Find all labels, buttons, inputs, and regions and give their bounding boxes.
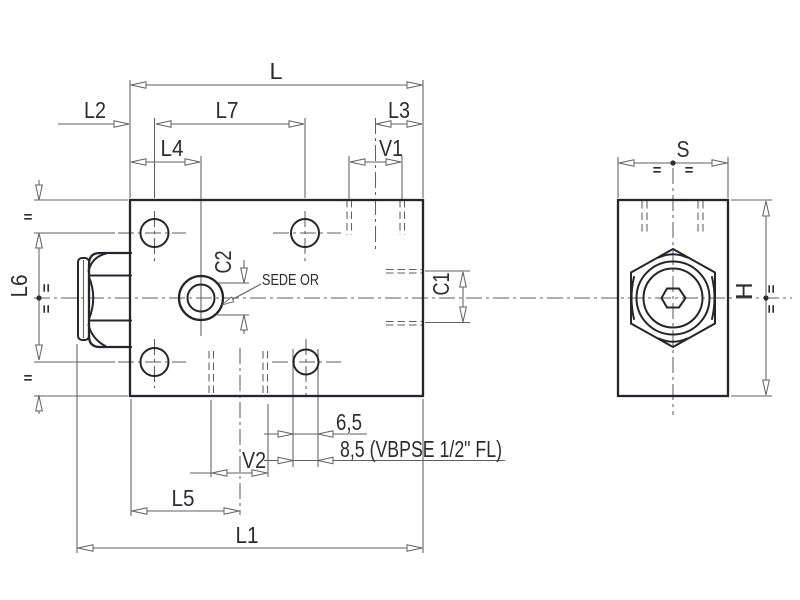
hidden-lines	[208, 200, 704, 395]
dim-label-L2: L2	[84, 97, 106, 123]
dim-label-L1: L1	[236, 522, 259, 548]
equality-marks: = = = = = = = =	[24, 162, 779, 387]
dim-label-L3: L3	[388, 97, 410, 123]
dim-label-H: H	[731, 283, 757, 300]
dimension-and-extension-lines	[34, 80, 772, 553]
dim-label-C2: C2	[210, 251, 236, 274]
equals-mark: =	[653, 162, 662, 179]
dim-label-L6: L6	[6, 275, 32, 298]
dim-label-C1: C1	[428, 273, 454, 296]
equals-mark: =	[24, 209, 33, 226]
dim-label-V2: V2	[242, 447, 266, 473]
dim-label-L7: L7	[216, 97, 239, 123]
equals-mark: =	[685, 162, 694, 179]
sede-or-seat-outer	[177, 274, 225, 322]
equals-mark: =	[37, 305, 54, 314]
equals-mark: =	[24, 370, 33, 387]
dim-label-S: S	[677, 136, 690, 162]
dim-label-8-5-vbpse: 8,5 (VBPSE 1/2" FL)	[340, 436, 502, 462]
side-view-body	[616, 198, 730, 398]
symmetry-dots	[36, 160, 769, 301]
equals-mark: =	[762, 285, 779, 294]
sede-or-seat-inner	[186, 283, 216, 313]
sede-or-note: SEDE OR	[262, 272, 319, 289]
equals-mark: =	[37, 284, 54, 293]
dim-label-L: L	[270, 58, 283, 84]
dim-label-L5: L5	[172, 485, 195, 511]
front-view-hex-plug	[77, 251, 133, 349]
dimension-labels: L L2 L7 L3 L4 V1 L6 C2 C1 6,5 8,5 (VBPSE…	[6, 58, 757, 548]
hex-socket	[660, 287, 687, 309]
hex-plug-outline	[630, 247, 716, 349]
dim-label-6-5: 6,5	[336, 409, 362, 435]
equals-mark: =	[762, 305, 779, 314]
dim-label-L4: L4	[161, 135, 184, 161]
dim-label-V1: V1	[379, 135, 403, 161]
front-view-body	[128, 198, 425, 398]
